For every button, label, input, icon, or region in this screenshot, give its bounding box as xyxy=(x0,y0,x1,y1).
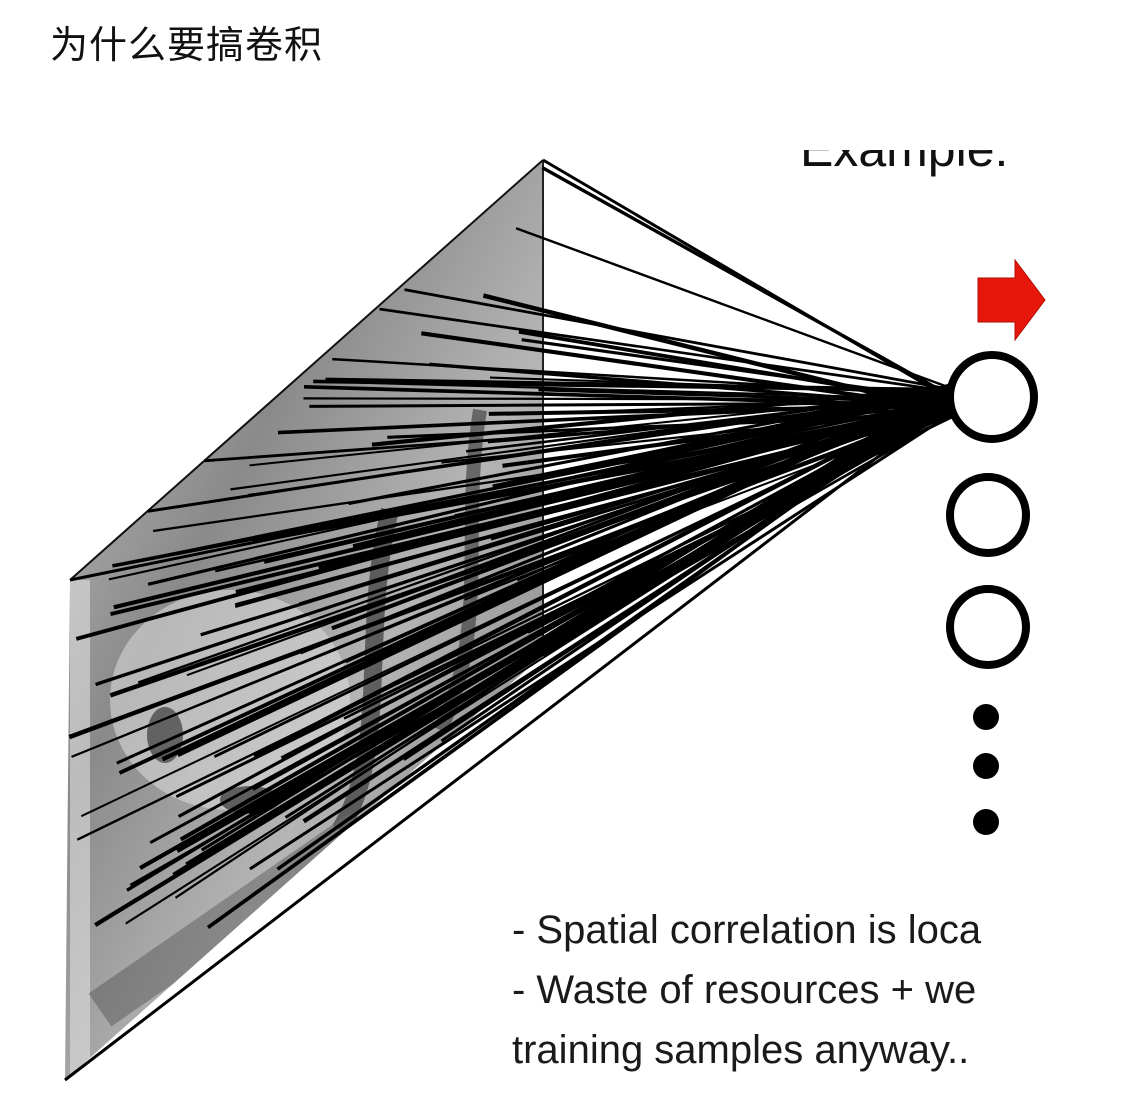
connection-line xyxy=(145,393,954,562)
slide-heading: Example: xyxy=(800,121,1009,177)
connection-line xyxy=(542,158,953,402)
connection-line xyxy=(515,227,950,389)
connection-line xyxy=(518,329,960,407)
connection-line xyxy=(298,402,944,605)
neuron-3 xyxy=(946,585,1030,669)
connection-line xyxy=(343,410,961,720)
bullet-1: - Spatial correlation is loca xyxy=(512,908,982,952)
hidden-layer xyxy=(946,351,1038,835)
connection-line xyxy=(464,401,956,601)
slide: Example: - Spatial correlation is loca -… xyxy=(60,110,1060,1100)
connection-line xyxy=(230,389,956,491)
connection-line xyxy=(179,395,956,842)
neuron-2 xyxy=(946,473,1030,557)
page-title: 为什么要搞卷积 xyxy=(50,23,324,67)
bullet-2: - Waste of resources + we xyxy=(512,968,977,1012)
ellipsis-dot-1 xyxy=(973,704,999,730)
ellipsis-dot-3 xyxy=(973,809,999,835)
connection-line xyxy=(64,398,953,1082)
connection-line xyxy=(542,398,953,657)
connection-line xyxy=(490,405,950,541)
connection-line xyxy=(454,407,949,519)
connection-line xyxy=(404,288,948,391)
fully-connected-diagram xyxy=(64,158,1046,1082)
input-image xyxy=(65,159,544,1080)
connection-line xyxy=(248,391,950,497)
connection-line xyxy=(149,407,949,844)
connection-line xyxy=(379,307,944,392)
connection-line xyxy=(69,398,953,582)
red-arrow-icon xyxy=(977,258,1046,342)
connection-lines xyxy=(64,158,962,1082)
ellipsis-dot-2 xyxy=(973,753,999,779)
connection-line xyxy=(80,400,952,818)
connection-line xyxy=(137,393,946,684)
connection-line xyxy=(429,362,950,408)
bullet-3: training samples anyway.. xyxy=(512,1028,970,1072)
bullet-list: - Spatial correlation is loca - Waste of… xyxy=(512,900,1032,1080)
neuron-1 xyxy=(946,351,1038,443)
connection-line xyxy=(303,384,954,409)
connection-line xyxy=(532,390,948,480)
